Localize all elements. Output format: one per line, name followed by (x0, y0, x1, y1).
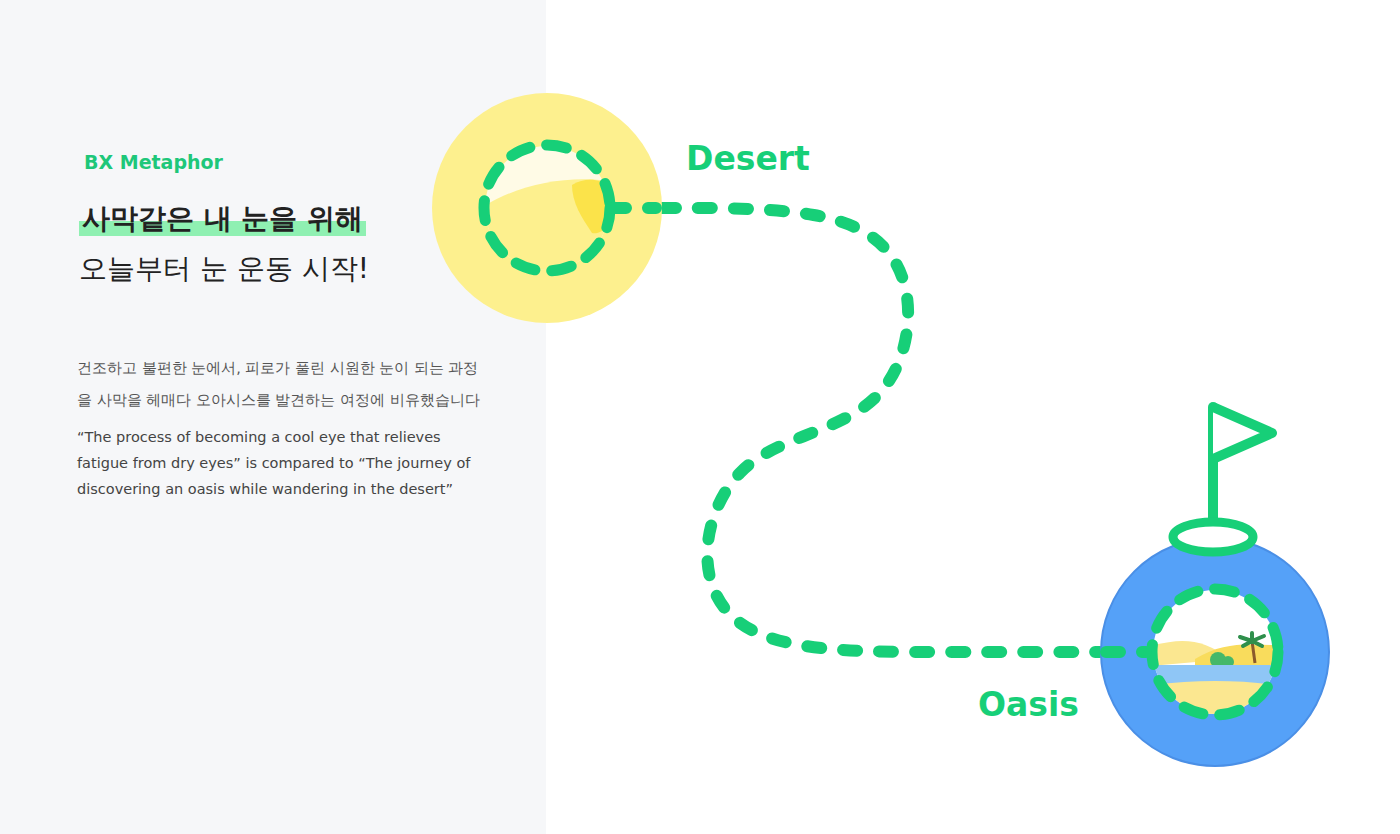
headline: 사막같은 내 눈을 위해 (79, 200, 366, 238)
circle-shape (1100, 537, 1330, 767)
section-tag: BX Metaphor (84, 151, 384, 173)
desert-circle: Desert (432, 93, 662, 323)
oasis-circle: Oasis (1100, 537, 1330, 767)
node-label: Desert (686, 139, 810, 178)
headline-sub: 오늘부터 눈 운동 시작! (79, 250, 519, 288)
side-panel (0, 0, 546, 834)
circle-shape (432, 93, 662, 323)
dashed-path (662, 208, 1100, 652)
english-description: “The process of becoming a cool eye that… (77, 424, 477, 502)
korean-description: 건조하고 불편한 눈에서, 피로가 풀린 시원한 눈이 되는 과정을 사막을 헤… (77, 352, 482, 416)
node-label: Oasis (978, 685, 1079, 724)
